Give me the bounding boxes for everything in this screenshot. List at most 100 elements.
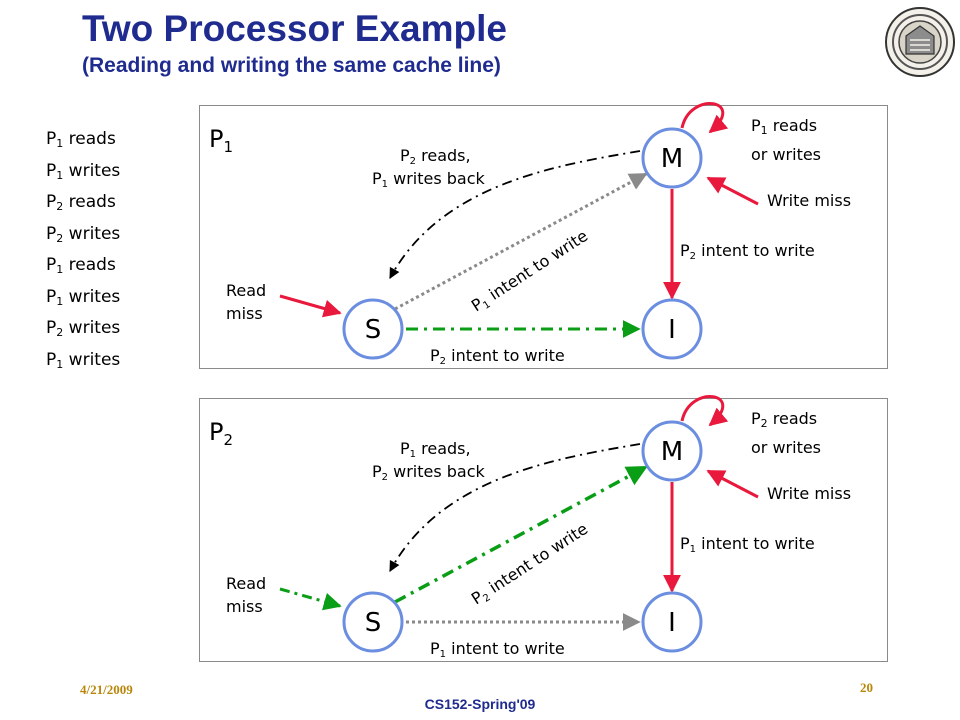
p1-m-to-s-label-1-num: 2 (410, 156, 416, 167)
event-processor: P (46, 255, 57, 275)
p1-self-loop-label-2: or writes (751, 145, 821, 164)
p1-self-loop-arrow (680, 102, 729, 134)
event-item: P1 writes (46, 156, 120, 188)
p2-m-to-s-label-2-p: P (372, 462, 382, 481)
event-processor: P (46, 318, 57, 338)
p1-m-to-s-label-2-p: P (372, 169, 382, 188)
p2-s-to-i-label-p: P (430, 639, 440, 658)
footer-date: 4/21/2009 (80, 682, 133, 697)
p1-s-to-m-label-text: intent to write (481, 226, 591, 307)
p2-m-to-i-label-text: intent to write (696, 534, 815, 553)
footer-page-number: 20 (860, 680, 873, 695)
p2-write-miss-arrow (706, 469, 759, 499)
p2-m-to-s-label-1-num: 1 (410, 449, 416, 460)
event-processor-number: 1 (56, 168, 64, 182)
p2-state-i-label: I (668, 608, 676, 638)
event-action: reads (63, 129, 116, 149)
event-processor: P (46, 160, 57, 181)
slide-title: Two Processor Example (82, 8, 507, 49)
event-processor: P (46, 349, 57, 370)
p1-m-to-s-label-2-num: 1 (382, 179, 388, 190)
p2-m-to-i-label-num: 1 (690, 544, 696, 555)
event-processor: P (46, 286, 57, 307)
p1-m-to-s-label-1: P2 reads, (400, 146, 471, 167)
p2-m-to-s-label-1: P1 reads, (400, 439, 471, 460)
p2-m-to-s-label-2-text: writes back (388, 462, 485, 481)
p1-self-loop-label: P1 reads (751, 116, 817, 137)
p1-state-i-label: I (668, 315, 676, 345)
p2-m-to-s-label-1-text: reads, (416, 439, 471, 458)
p1-s-to-i-label-text: intent to write (446, 346, 565, 365)
p2-m-to-s-arrow (389, 443, 641, 572)
p2-read-miss-label-1: Read (226, 574, 266, 593)
p2-m-to-s-label-2-num: 2 (382, 472, 388, 483)
p1-self-loop-num: 1 (761, 124, 768, 137)
event-action: writes (63, 318, 121, 338)
p1-write-miss-arrow (706, 176, 759, 206)
p1-self-loop-p: P (751, 116, 761, 135)
p2-self-loop-label-2: or writes (751, 438, 821, 457)
p2-self-loop-num: 2 (761, 417, 768, 430)
p1-read-miss-label-1: Read (226, 281, 266, 300)
event-item: P2 reads (46, 187, 120, 219)
event-action: reads (63, 192, 116, 212)
event-processor-number: 2 (56, 200, 64, 213)
university-seal-logo (885, 7, 955, 77)
p1-state-i-node (641, 298, 703, 360)
p2-s-to-i-label-num: 1 (440, 649, 446, 660)
p1-m-to-i-label-num: 2 (690, 251, 696, 262)
p1-state-s-label: S (365, 315, 382, 345)
p2-processor-label: P2 (209, 418, 233, 449)
p2-self-loop-label: P2 reads (751, 409, 817, 430)
p2-m-to-i-label-p: P (680, 534, 690, 553)
p1-m-to-s-label-1-p: P (400, 146, 410, 165)
p1-write-miss-label: Write miss (767, 191, 851, 210)
p1-m-to-s-arrow (389, 150, 641, 279)
event-processor-number: 1 (56, 294, 64, 308)
footer-course: CS152-Spring'09 (424, 696, 536, 712)
p2-read-miss-label-2: miss (226, 597, 263, 616)
event-action: reads (63, 255, 116, 275)
p1-s-to-i-label-p: P (430, 346, 440, 365)
p1-s-to-m-arrow (394, 172, 648, 311)
p2-read-miss-arrow (279, 587, 342, 611)
p1-s-to-i-label-num: 2 (440, 356, 446, 367)
p2-state-s-label: S (365, 608, 382, 638)
p2-m-to-i-label: P1 intent to write (680, 534, 815, 555)
p1-s-to-m-label-num: 1 (481, 299, 492, 312)
event-processor: P (46, 192, 57, 212)
p2-s-to-i-label-text: intent to write (446, 639, 565, 658)
p2-m-to-s-label-2: P2 writes back (372, 462, 486, 483)
event-processor-number: 1 (56, 263, 64, 276)
p1-processor-letter: P (209, 125, 223, 153)
p1-processor-number: 1 (223, 138, 233, 156)
p1-m-to-i-label-p: P (680, 241, 690, 260)
p1-m-to-i-label-text: intent to write (696, 241, 815, 260)
event-action: writes (63, 223, 121, 244)
event-item: P2 writes (46, 313, 120, 345)
p2-m-to-s-label-1-p: P (400, 439, 410, 458)
p1-state-m-label: M (661, 144, 683, 174)
p2-s-to-m-arrow (394, 465, 648, 604)
slide-subtitle: (Reading and writing the same cache line… (82, 54, 501, 77)
p2-state-i-node (641, 591, 703, 653)
p1-processor-label: P1 (209, 125, 233, 156)
p2-s-to-m-label: P2 intent to write (468, 519, 592, 610)
event-processor: P (46, 223, 57, 244)
event-item: P1 writes (46, 345, 120, 377)
p2-self-loop-p: P (751, 409, 761, 428)
p2-processor-number: 2 (223, 431, 233, 449)
event-processor: P (46, 129, 57, 149)
event-item: P1 reads (46, 250, 120, 282)
p2-state-s-node (342, 591, 404, 653)
event-processor-number: 2 (56, 326, 64, 339)
p1-s-to-m-label: P1 intent to write (468, 226, 592, 317)
p1-m-to-s-label-2: P1 writes back (372, 169, 486, 190)
event-processor-number: 2 (56, 231, 64, 245)
p2-self-loop-arrow (680, 395, 729, 427)
